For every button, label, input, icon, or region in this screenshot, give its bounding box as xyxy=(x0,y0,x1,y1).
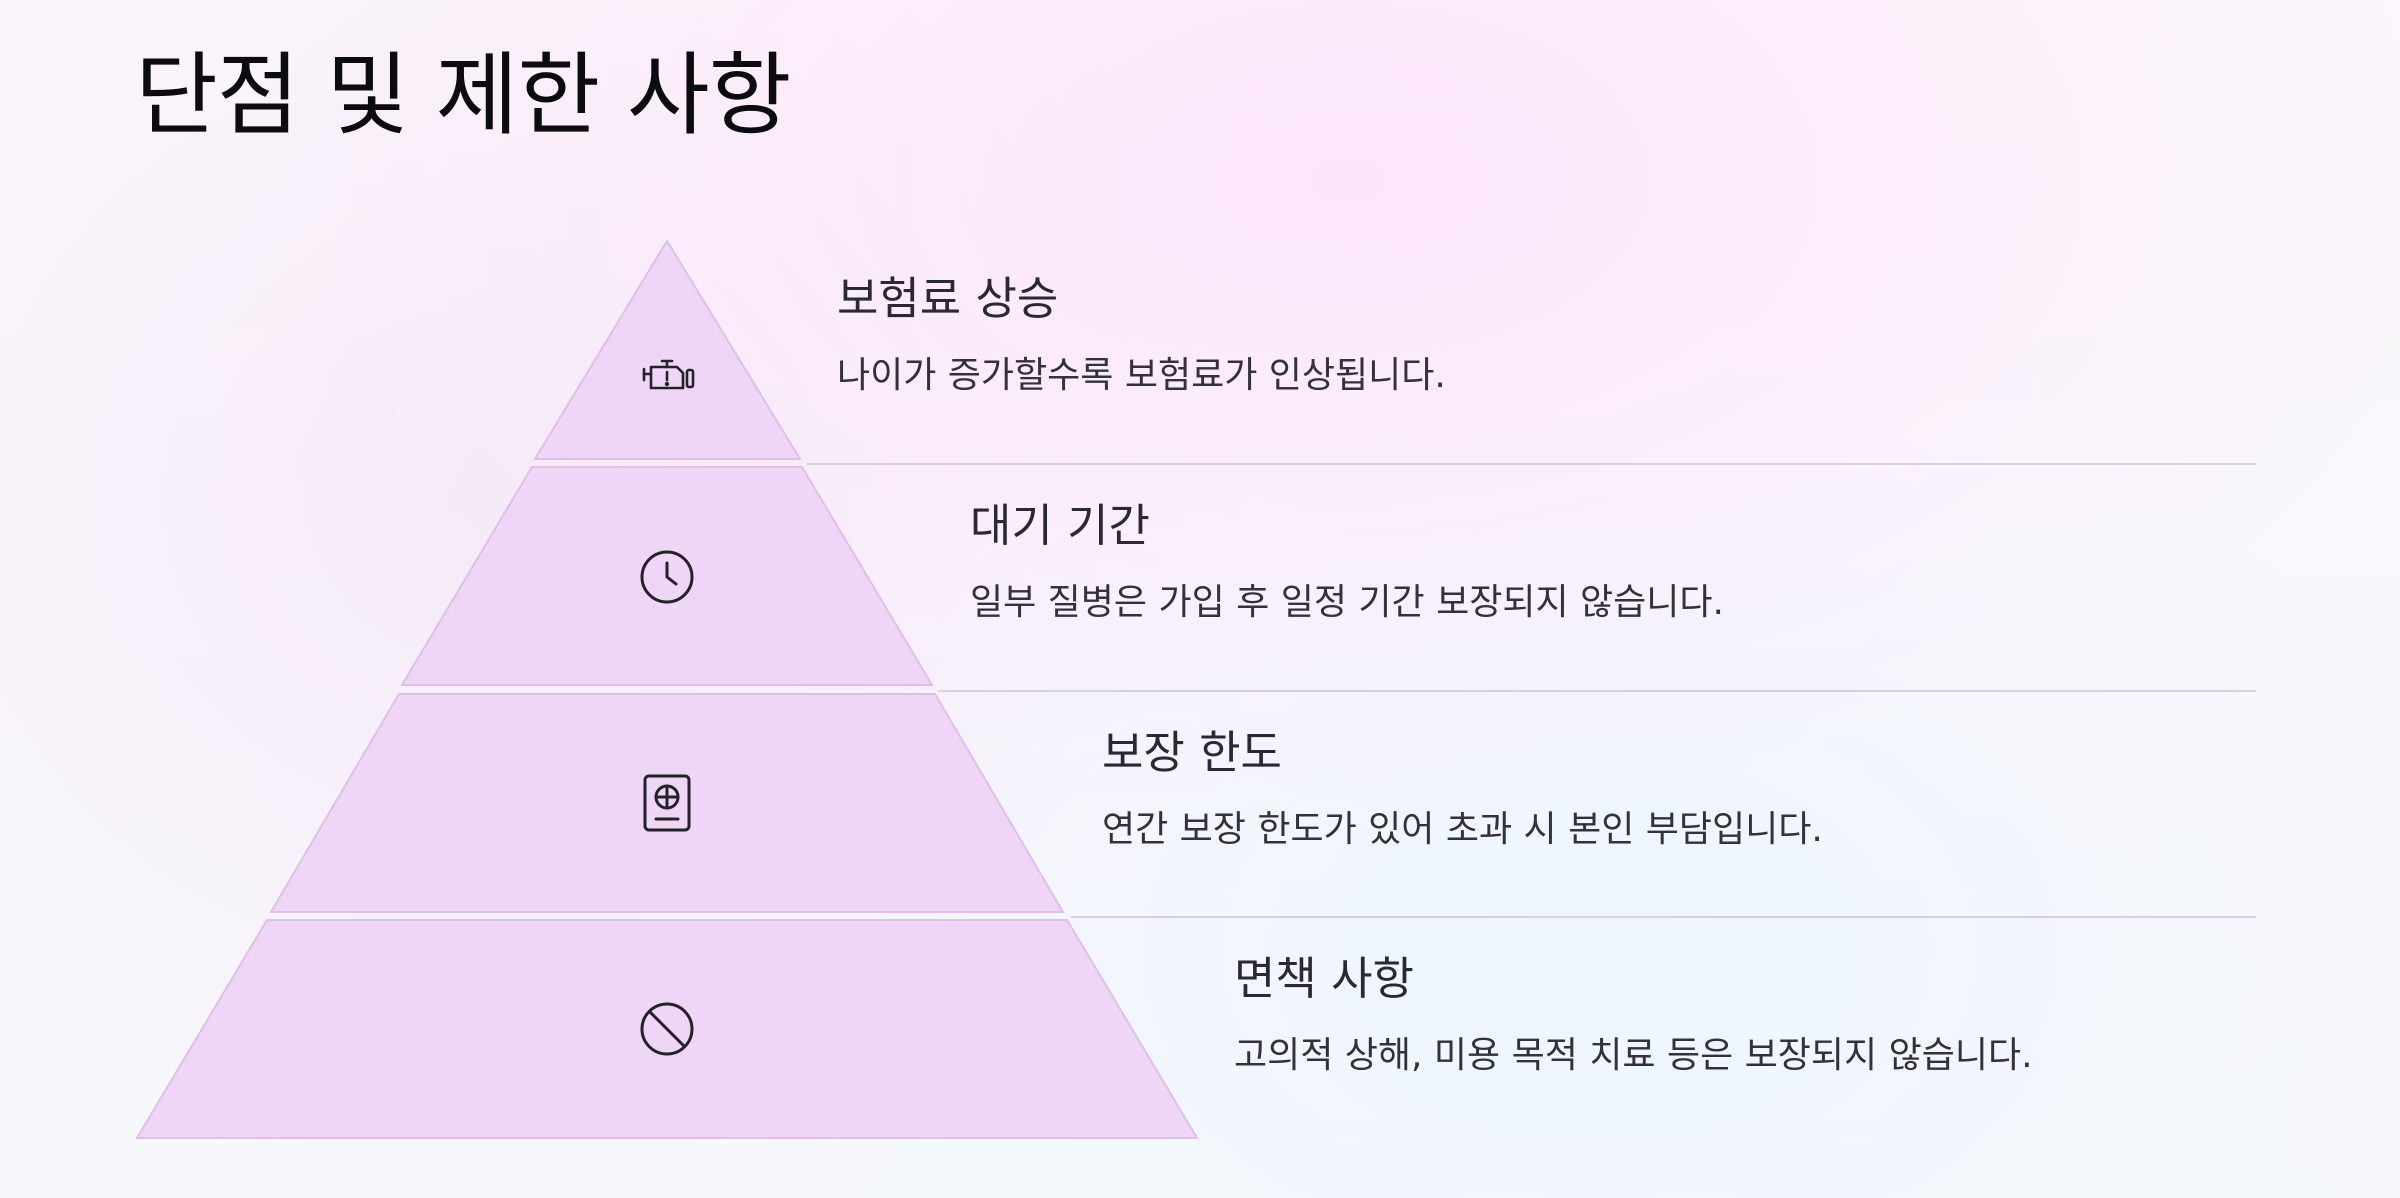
tier-2-description: 일부 질병은 가입 후 일정 기간 보장되지 않습니다. xyxy=(970,582,1724,623)
tier-3-description: 연간 보장 한도가 있어 초과 시 본인 부담입니다. xyxy=(1102,809,1823,850)
tier-1-title: 보험료 상승 xyxy=(837,272,1059,325)
pyramid-tier-1 xyxy=(533,239,802,460)
tier-4-description: 고의적 상해, 미용 목적 치료 등은 보장되지 않습니다. xyxy=(1234,1035,2033,1076)
tier-1-description: 나이가 증가할수록 보험료가 인상됩니다. xyxy=(837,355,1446,396)
tier-3-title: 보장 한도 xyxy=(1102,726,1282,779)
page-title: 단점 및 제한 사항 xyxy=(135,43,791,148)
tier-4-title: 면책 사항 xyxy=(1234,952,1414,1005)
clock-icon xyxy=(640,550,694,604)
prohibited-icon xyxy=(640,1002,694,1056)
tier-3-divider xyxy=(1071,916,2256,918)
tier-1-text: 보험료 상승 나이가 증가할수록 보험료가 인상됩니다. xyxy=(837,272,1446,397)
engine-warning-icon xyxy=(642,359,695,390)
tier-4-text: 면책 사항 고의적 상해, 미용 목적 치료 등은 보장되지 않습니다. xyxy=(1234,952,2033,1077)
tier-3-text: 보장 한도 연간 보장 한도가 있어 초과 시 본인 부담입니다. xyxy=(1102,726,1823,851)
tier-2-divider xyxy=(938,690,2256,692)
passport-icon xyxy=(643,774,691,832)
tier-1-divider xyxy=(807,463,2256,465)
tier-2-title: 대기 기간 xyxy=(970,499,1150,552)
tier-2-text: 대기 기간 일부 질병은 가입 후 일정 기간 보장되지 않습니다. xyxy=(970,499,1724,624)
